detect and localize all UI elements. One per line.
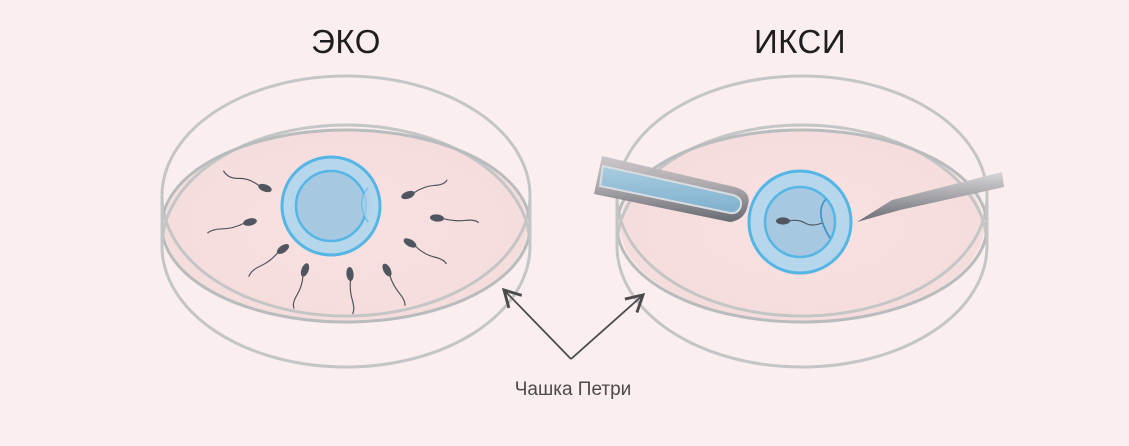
egg-cell-eko [280,155,382,257]
egg-cell-icsi [747,169,853,275]
injection-needle [857,172,1004,222]
caption-arrows [501,287,646,360]
holding-pipette [594,156,749,222]
panel-title-eko: ЭКО [311,23,381,60]
sperm-cells [207,170,480,315]
panel-title-icsi: ИКСИ [753,23,847,60]
petri-dish-caption: Чашка Петри [514,379,632,400]
